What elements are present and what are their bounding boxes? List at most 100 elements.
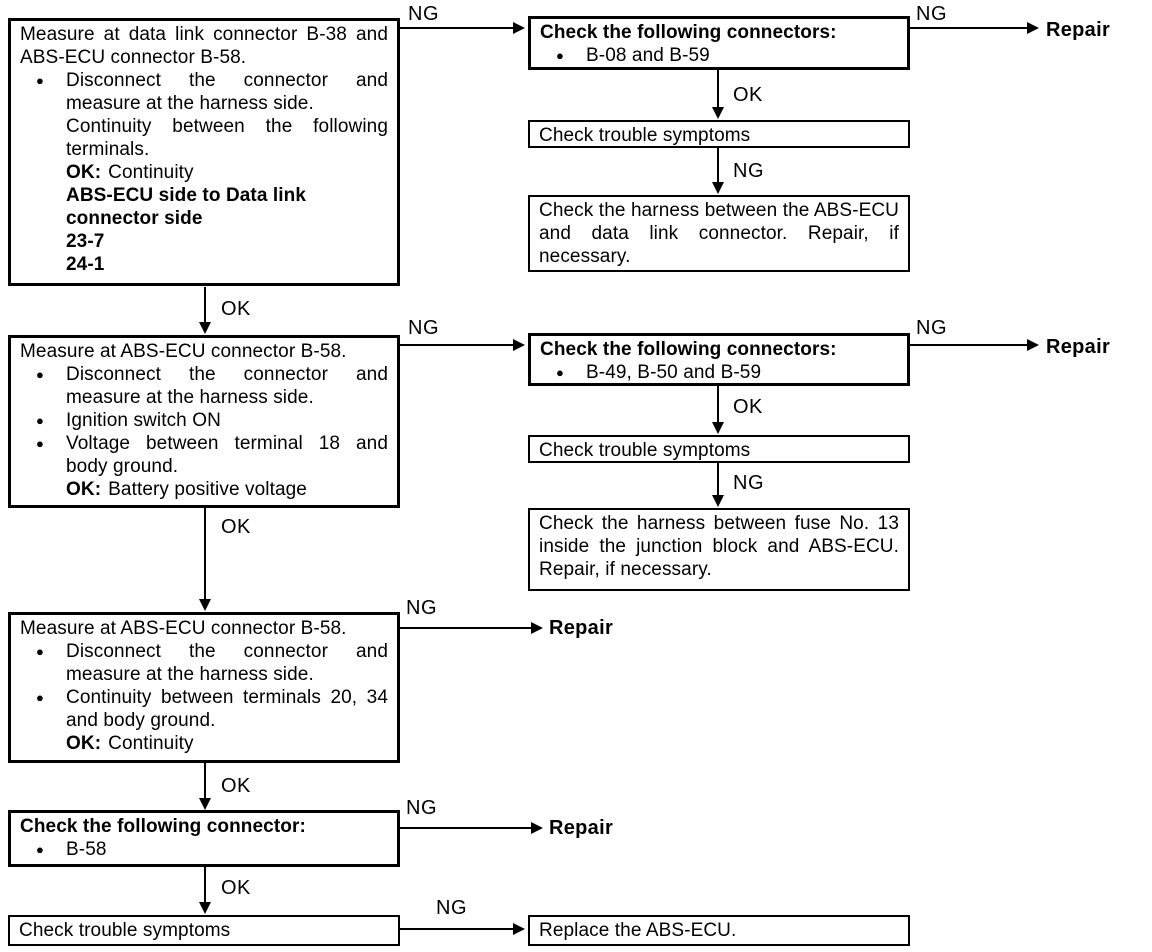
- bullet-item: ● Disconnect the connector and measure a…: [20, 640, 388, 686]
- arrowhead-down-icon: [199, 599, 211, 611]
- box-check-trouble-symptoms-3: Check trouble symptoms: [8, 915, 400, 946]
- box-check-harness-data-link: Check the harness between the ABS-ECU an…: [528, 195, 910, 272]
- bullet-text: B-58: [66, 839, 107, 860]
- arrowhead-right-icon: [513, 923, 525, 935]
- box-measure-voltage-b58: Measure at ABS-ECU connector B-58. ● Dis…: [8, 335, 400, 508]
- bullet-text: B-49, B-50 and B-59: [586, 362, 762, 383]
- box-check-connectors-b49-b50-b59: Check the following connectors: ● B-49, …: [528, 333, 910, 386]
- box-check-connector-b58: Check the following connector: ● B-58: [8, 810, 400, 867]
- bullet-item: ● Disconnect the connector and measure a…: [20, 363, 388, 409]
- ok-spec-label: OK:: [66, 479, 102, 500]
- step-intro: Measure at ABS-ECU connector B-58.: [20, 618, 347, 639]
- arrow-r2-to-r3-line: [717, 148, 719, 186]
- box-check-trouble-symptoms-2: Check trouble symptoms: [528, 435, 910, 463]
- ok-spec-line: OK:Continuity: [20, 161, 388, 184]
- arrow-l4-to-repair-line: [400, 827, 532, 829]
- arrow-l1-to-l2-line: [204, 287, 206, 325]
- repair-label: Repair: [1046, 336, 1111, 358]
- arrow-r5-to-r6-line: [717, 463, 719, 497]
- bullet-item: ● B-49, B-50 and B-59: [540, 361, 898, 383]
- box-replace-abs-ecu: Replace the ABS-ECU.: [528, 915, 910, 946]
- bullet-icon: ●: [36, 436, 44, 451]
- bullet-icon: ●: [36, 73, 44, 88]
- arrow-l3-to-l4-line: [204, 763, 206, 801]
- bullet-icon: ●: [556, 48, 564, 63]
- arrowhead-down-icon: [712, 182, 724, 194]
- ok-spec-line: OK: Battery positive voltage: [20, 478, 388, 501]
- repair-label: Repair: [549, 617, 614, 639]
- bullet-icon: ●: [36, 842, 44, 857]
- ng-label: NG: [408, 317, 439, 339]
- box-text: Check the harness between fuse No. 13 in…: [539, 513, 899, 580]
- box-text: Check trouble symptoms: [19, 920, 231, 941]
- arrowhead-down-icon: [199, 798, 211, 810]
- ng-label: NG: [733, 472, 764, 494]
- ng-label: NG: [406, 797, 437, 819]
- step-intro: Measure at data link connector B-38 and …: [20, 24, 388, 68]
- bullet-item: ● Disconnect the connector and measure a…: [20, 69, 388, 115]
- ng-label: NG: [436, 897, 467, 919]
- ok-label: OK: [733, 84, 763, 106]
- bullet-icon: ●: [556, 365, 564, 380]
- spec-line: ABS-ECU side to Data link: [66, 185, 307, 206]
- bullet-icon: ●: [36, 690, 44, 705]
- arrow-l2-to-l3-line: [204, 508, 206, 603]
- check-title: Check the following connector:: [20, 816, 306, 837]
- box-text: Check trouble symptoms: [539, 125, 751, 146]
- arrow-l3-to-repair-line: [400, 627, 532, 629]
- arrowhead-right-icon: [513, 339, 525, 351]
- arrow-l5-to-r7-line: [400, 928, 514, 930]
- arrow-l2-to-r4-line: [400, 344, 514, 346]
- arrowhead-down-icon: [199, 902, 211, 914]
- ok-spec-line: OK:Continuity: [20, 732, 388, 755]
- ng-label: NG: [916, 317, 947, 339]
- check-title: Check the following connectors:: [540, 22, 837, 43]
- ok-spec-value: Continuity: [108, 162, 194, 183]
- bullet-text: Disconnect the connector and measure at …: [66, 641, 388, 685]
- bullet-text: Voltage between terminal 18 and body gro…: [66, 433, 388, 477]
- check-title: Check the following connectors:: [540, 339, 837, 360]
- bullet-text: Ignition switch ON: [66, 410, 221, 431]
- arrow-r1-to-r2-line: [717, 70, 719, 110]
- bullet-icon: ●: [36, 644, 44, 659]
- bullet-text: Disconnect the connector and measure at …: [66, 364, 388, 408]
- bullet-icon: ●: [36, 367, 44, 382]
- box-check-connectors-b08-b59: Check the following connectors: ● B-08 a…: [528, 16, 910, 70]
- arrowhead-right-icon: [1027, 22, 1039, 34]
- arrow-l1-to-r1-line: [400, 27, 514, 29]
- ng-label: NG: [733, 160, 764, 182]
- arrow-r4-to-repair-line: [910, 344, 1028, 346]
- ok-label: OK: [221, 877, 251, 899]
- arrowhead-right-icon: [531, 622, 543, 634]
- ng-label: NG: [408, 3, 439, 25]
- bullet-item: ● B-08 and B-59: [540, 44, 898, 67]
- spec-line: connector side: [66, 208, 203, 229]
- bullet-item: ● Ignition switch ON: [20, 409, 388, 432]
- ok-label: OK: [221, 775, 251, 797]
- bullet-text: Disconnect the connector and measure at …: [66, 70, 388, 114]
- ok-spec-value: Battery positive voltage: [108, 479, 307, 500]
- repair-label: Repair: [549, 817, 614, 839]
- arrowhead-right-icon: [1027, 339, 1039, 351]
- box-text: Check trouble symptoms: [539, 440, 751, 461]
- bullet-item: ● Continuity between terminals 20, 34 an…: [20, 686, 388, 732]
- bullet-item: ● Voltage between terminal 18 and body g…: [20, 432, 388, 478]
- arrowhead-right-icon: [531, 822, 543, 834]
- ng-label: NG: [406, 597, 437, 619]
- continuity-note: Continuity between the following termina…: [66, 116, 388, 160]
- arrow-r4-to-r5-line: [717, 386, 719, 424]
- arrow-l4-to-l5-line: [204, 867, 206, 905]
- ok-label: OK: [733, 396, 763, 418]
- ok-spec-label: OK:: [66, 733, 102, 754]
- arrow-r1-to-repair-line: [910, 27, 1028, 29]
- box-measure-data-link: Measure at data link connector B-38 and …: [8, 18, 400, 286]
- bullet-text: B-08 and B-59: [586, 45, 710, 66]
- box-text: Replace the ABS-ECU.: [539, 920, 737, 941]
- bullet-text: Continuity between terminals 20, 34 and …: [66, 687, 388, 731]
- arrowhead-down-icon: [712, 107, 724, 119]
- ok-label: OK: [221, 298, 251, 320]
- arrowhead-down-icon: [199, 322, 211, 334]
- step-intro: Measure at ABS-ECU connector B-58.: [20, 341, 347, 362]
- repair-label: Repair: [1046, 19, 1111, 41]
